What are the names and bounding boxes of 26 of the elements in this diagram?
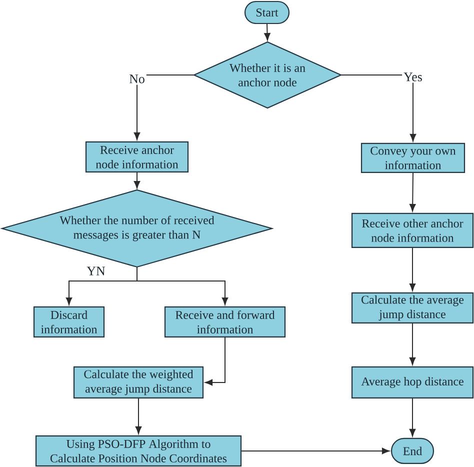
arrow	[340, 74, 416, 142]
arrow	[135, 398, 142, 434]
arrow	[409, 323, 416, 365]
arrow	[134, 172, 140, 188]
process-box: Convey your own information	[360, 142, 466, 174]
arrow	[241, 448, 390, 454]
process-box: Receive other anchor node information	[351, 212, 474, 248]
arrow	[136, 266, 228, 305]
terminal-box: End	[390, 438, 434, 464]
arrow	[205, 337, 226, 386]
branch-label: YN	[86, 266, 106, 276]
process-box: Receive and forward information	[164, 306, 286, 338]
arrow	[264, 24, 270, 40]
arrow	[410, 172, 416, 212]
process-box: Using PSO-DFP Algorithm to Calculate Position Node Coordinates	[35, 435, 242, 467]
edge-label: No	[128, 73, 146, 85]
edge-label: Yes	[402, 71, 424, 83]
process-box: Average hop distance	[351, 366, 474, 399]
process-box: Discard information	[33, 306, 105, 338]
process-box: Calculate the average jump distance	[351, 292, 474, 324]
arrow	[409, 398, 416, 436]
arrow	[134, 74, 194, 140]
terminal-box: Start	[244, 0, 290, 24]
process-box: Receive anchor node information	[85, 141, 189, 173]
process-box: Calculate the weighted average jump distance	[73, 366, 204, 399]
arrow	[409, 248, 416, 291]
